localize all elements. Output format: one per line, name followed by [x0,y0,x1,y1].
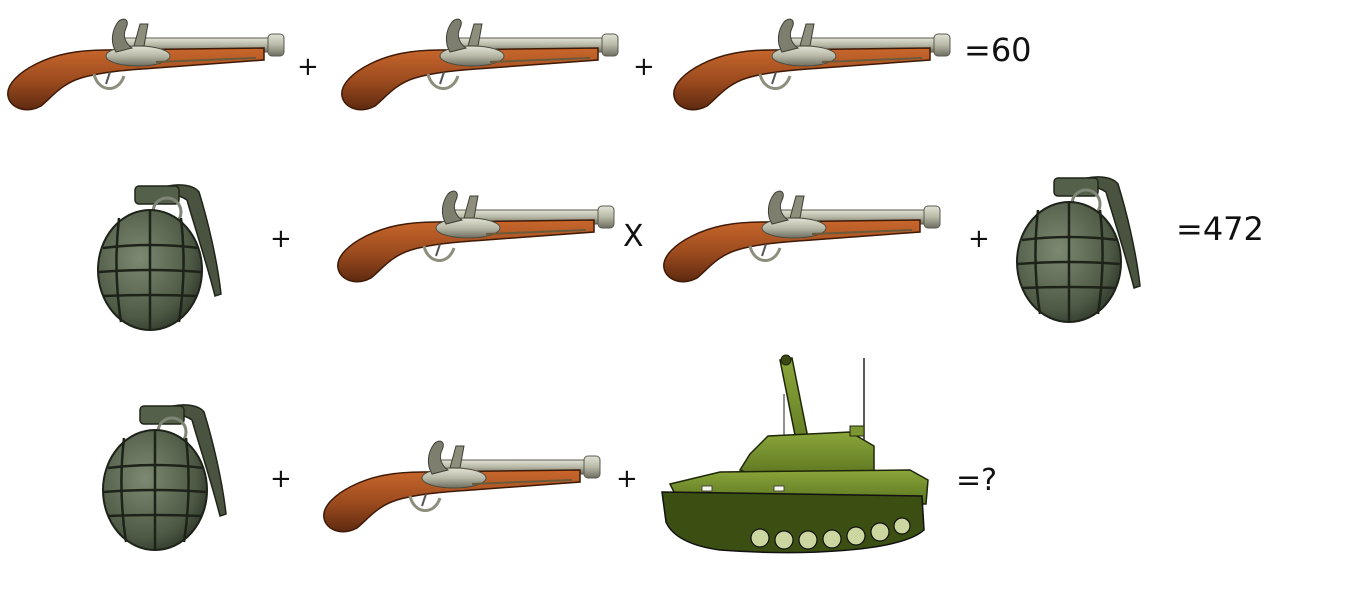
row2-result: =472 [1176,210,1264,248]
flintlock-pistol-icon [322,434,602,534]
hand-grenade-icon [1014,170,1144,325]
flintlock-pistol-icon [336,184,616,284]
row1-operator-2: + [633,52,655,82]
row1-pistol-2 [340,12,620,112]
row2-operator-1: + [270,224,292,254]
row1-result: =60 [964,31,1032,69]
row2-operator-2: X [623,219,644,254]
row3-operator-2: + [616,464,638,494]
row3-result: =? [956,463,998,498]
row2-operator-3: + [968,224,990,254]
row3-tank [660,354,930,564]
row3-operator-1: + [270,464,292,494]
flintlock-pistol-icon [6,12,286,112]
row2-pistol-2 [662,184,942,284]
row3-pistol [322,434,602,534]
hand-grenade-icon [100,398,230,553]
row2-grenade-2 [1014,170,1144,325]
tank-icon [660,354,930,564]
row2-grenade-1 [95,178,225,333]
row1-pistol-3 [672,12,952,112]
row1-pistol-1 [6,12,286,112]
flintlock-pistol-icon [672,12,952,112]
flintlock-pistol-icon [662,184,942,284]
hand-grenade-icon [95,178,225,333]
row2-pistol-1 [336,184,616,284]
flintlock-pistol-icon [340,12,620,112]
row3-grenade [100,398,230,553]
row1-operator-1: + [297,52,319,82]
